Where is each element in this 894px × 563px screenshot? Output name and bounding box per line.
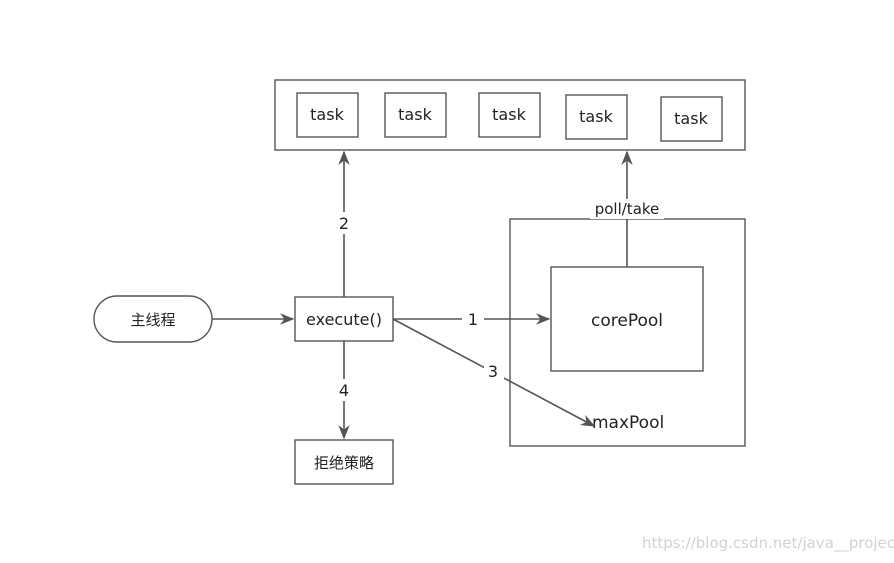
watermark: https://blog.csdn.net/java__project: [642, 534, 894, 552]
label-bg: [484, 361, 504, 381]
edge-label-2: 2: [339, 214, 349, 233]
task-label: task: [492, 105, 526, 124]
task-label: task: [674, 109, 708, 128]
reject-policy-label: 拒绝策略: [314, 454, 374, 472]
label-bg: [334, 212, 354, 234]
task-box: task: [478, 92, 541, 138]
task-label: task: [398, 105, 432, 124]
label-bg: [590, 199, 664, 219]
execute-label: execute(): [306, 310, 382, 329]
edge-label-3: 3: [488, 362, 498, 381]
main-thread-label: 主线程: [130, 311, 175, 329]
task-box: task: [565, 94, 628, 140]
execute-node: execute(): [294, 296, 394, 342]
core-pool-label: corePool: [591, 311, 663, 331]
core-pool-box: corePool: [550, 266, 704, 372]
main-thread-node: 主线程: [93, 295, 213, 343]
poll-take-label: poll/take: [595, 200, 660, 218]
task-queue: task task task task task: [274, 79, 746, 151]
task-label: task: [579, 107, 613, 126]
edge-label-1: 1: [468, 310, 478, 329]
task-box: task: [384, 92, 447, 138]
task-box: task: [296, 92, 359, 138]
edge-label-4: 4: [339, 381, 349, 400]
reject-policy-node: 拒绝策略: [294, 439, 394, 485]
task-label: task: [310, 105, 344, 124]
label-bg: [462, 309, 484, 329]
label-bg: [334, 379, 354, 401]
task-box: task: [660, 96, 723, 142]
max-pool-label: maxPool: [592, 413, 664, 433]
